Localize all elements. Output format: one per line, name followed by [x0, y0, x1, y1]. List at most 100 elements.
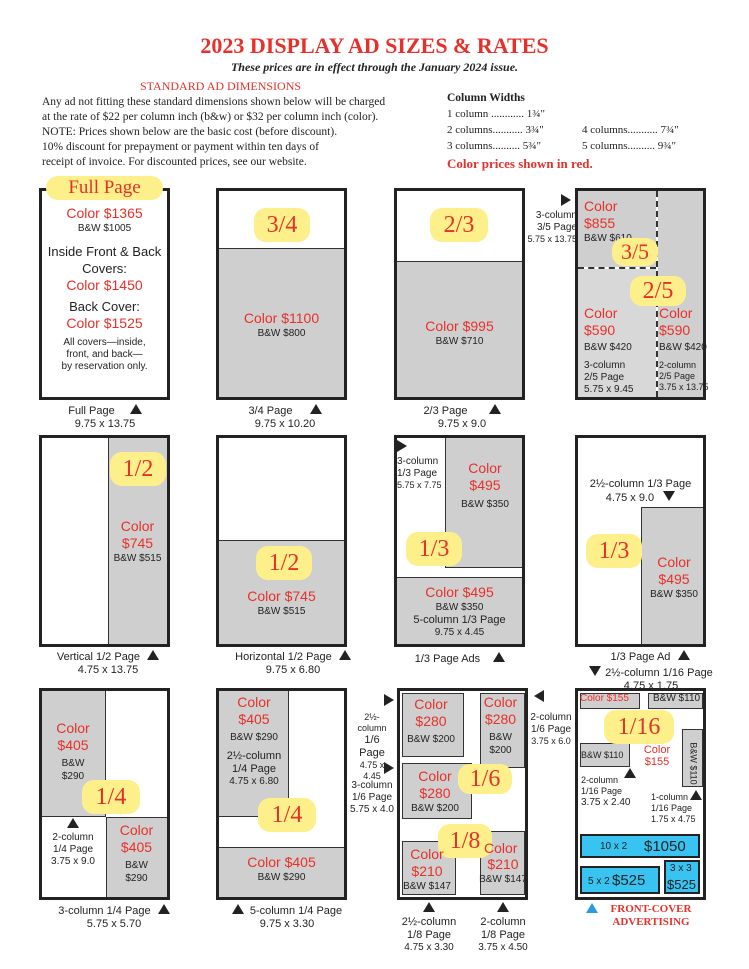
five-col-third-fill [397, 577, 522, 644]
three-col-quarter-fill [106, 817, 167, 897]
sixteenth-strip-color: Color $155 [580, 693, 629, 704]
two-col-sixth-color: Color [483, 694, 518, 710]
two-thirds-fill [397, 261, 522, 397]
two-col-quarter-prices: Color $405 B&W $290 [42, 720, 104, 783]
three-col-sixth-color-price: $280 [419, 785, 451, 801]
two-half-col-quarter-bw-price: B&W $290 [230, 732, 278, 743]
three-col-third-bw-price: B&W $350 [461, 499, 509, 510]
two-half-col-sixth-color-price: $280 [415, 713, 447, 729]
two-half-col-eighth-color: Color [410, 846, 444, 862]
front-cover-label-2: ADVERTISING [612, 916, 690, 928]
triangle-up-icon [497, 902, 509, 912]
triangle-up-icon [690, 790, 702, 800]
triangle-up-icon [231, 904, 244, 914]
front-cover-price: $525 [612, 872, 646, 889]
sixteenth-strip-text: Color $155 B&W $110 [580, 693, 704, 704]
triangle-up-icon [488, 404, 501, 414]
two-col-sixth-fill [480, 693, 525, 768]
horizontal-half-tag: 1/2 [256, 546, 312, 580]
standard-line: NOTE: Prices shown below are the basic c… [42, 126, 338, 138]
front-cover-ad-3x3: 3 x 3 $525 [664, 860, 700, 894]
color-note: Color prices shown in red. [447, 156, 593, 171]
column-width-1: 1 column ............ 1¾" [447, 108, 545, 120]
three-col-sixth-bw-price: B&W $200 [411, 803, 459, 814]
third-page-ad-caption: 1/3 Page Ad [600, 650, 700, 664]
five-col-quarter-prices: Color $405 B&W $290 [219, 854, 344, 884]
page-title: 2023 DISPLAY AD SIZES & RATES [200, 33, 549, 58]
two-half-col-eighth-bw-price: B&W $147 [403, 881, 451, 892]
two-col-eighth-bw-price: B&W $147 [479, 874, 527, 885]
blue-triangle-icon [586, 903, 598, 913]
three-fifths-top-text: Color $855 B&W $610 [584, 198, 632, 245]
inside-covers-label: Inside Front & Back [47, 244, 162, 259]
quarter-page-ads-2 [216, 688, 347, 900]
column-widths-left: 1 column ............ 1¾" 2 columns.....… [447, 106, 545, 154]
triangle-up-icon [157, 904, 170, 914]
two-col-two-fifths-text: Color $590 B&W $420 2-column 2/5 Page 3.… [659, 305, 709, 393]
triangle-right-icon [397, 440, 407, 452]
full-page-ad [39, 188, 170, 400]
two-half-col-quarter-caption: 2½-column [226, 750, 282, 762]
full-page-text: Color $1365 B&W $1005 Inside Front & Bac… [42, 205, 167, 373]
covers-note: All covers—inside, [63, 337, 146, 348]
inside-covers-label-2: Covers: [82, 261, 127, 276]
three-fifths-tag: 3/5 [612, 238, 658, 266]
one-col-sixteenth-fill [682, 729, 703, 787]
two-half-col-eighth-prices: Color $210 B&W $147 [400, 846, 454, 893]
three-col-quarter-caption: 3-column 1/4 Page 5.75 x 5.70 [44, 904, 184, 931]
quarter-tag: 1/4 [82, 780, 140, 814]
third-page-ad-color: Color [657, 554, 691, 570]
two-col-eighth-color-price: $210 [487, 856, 519, 872]
sixth-eighth-page-ads [397, 688, 528, 900]
standard-line: Any ad not fitting these standard dimens… [42, 96, 386, 108]
triangle-right-icon [384, 694, 394, 706]
two-col-eighth-prices: Color $210 B&W $147 [476, 856, 530, 886]
two-col-quarter-bw-price: $290 [61, 771, 85, 782]
third-tag: 1/3 [406, 532, 462, 566]
full-page-tag: Full Page [46, 176, 163, 200]
eighth-tag: 1/8 [438, 824, 492, 858]
vertical-half-color: Color [120, 518, 155, 534]
two-col-two-fifths-bw-price: B&W $420 [659, 342, 707, 353]
full-page-bw-price: B&W $1005 [77, 223, 132, 234]
two-col-quarter-color: Color [56, 720, 90, 736]
two-thirds-bw-price: B&W $710 [435, 336, 484, 347]
three-col-two-fifths-bw-price: B&W $420 [584, 342, 632, 353]
two-col-sixteenth-fill [580, 743, 630, 767]
sixteenth-mid-color-price: $155 [644, 756, 670, 768]
horizontal-half-color-price: Color $745 [247, 588, 316, 604]
vertical-half-caption: Vertical 1/2 Page 4.75 x 13.75 [48, 650, 168, 677]
front-cover-price: $1050 [644, 838, 686, 855]
two-col-two-fifths-color-price: $590 [659, 322, 691, 338]
three-col-quarter-color: Color [119, 822, 154, 838]
column-width-3: 3 columns.......... 5¾" [447, 140, 542, 152]
column-width-2: 2 columns........... 3¾" [447, 124, 544, 136]
three-col-quarter-bw-price: $290 [125, 873, 148, 884]
third-page-ad-fill [641, 507, 703, 644]
standard-text: Any ad not fitting these standard dimens… [42, 95, 385, 170]
sixteenth-color-strip [580, 693, 640, 709]
front-cover-size: 3 x 3 [670, 863, 692, 874]
vertical-half-color-price: $745 [121, 535, 154, 551]
one-col-sixteenth-bw: B&W $110 [688, 742, 699, 785]
five-col-third-bw-price: B&W $350 [435, 602, 484, 613]
standard-line: receipt of invoice. For discounted price… [42, 156, 307, 168]
covers-note-2: front, and back— [66, 349, 143, 360]
horizontal-half-prices: Color $745 B&W $515 [219, 588, 344, 618]
third-page-ad-tag: 1/3 [586, 534, 642, 568]
two-half-col-quarter-color: Color [237, 694, 271, 710]
three-col-quarter-color-price: $405 [120, 839, 153, 855]
front-cover-size: 5 x 2 [588, 876, 610, 887]
horizontal-half-bw-price: B&W $515 [257, 606, 306, 617]
triangle-up-icon [677, 650, 690, 660]
standard-heading: STANDARD AD DIMENSIONS [140, 79, 302, 93]
three-col-third-color-price: $495 [469, 477, 501, 493]
two-half-col-sixth-bw-price: B&W $200 [407, 734, 455, 745]
five-col-quarter-fill [219, 847, 344, 897]
